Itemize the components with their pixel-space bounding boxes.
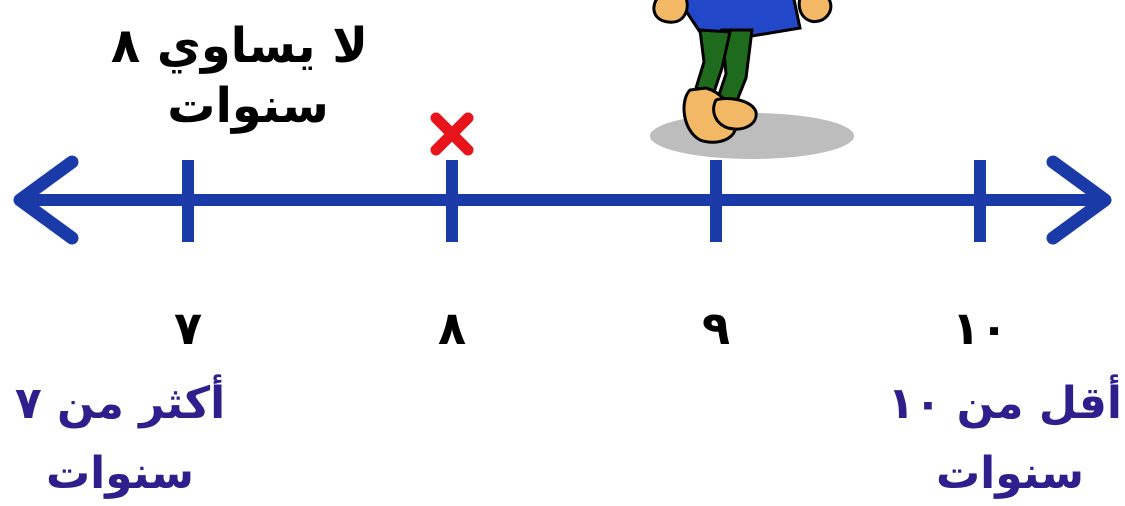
left-condition-line2: سنوات xyxy=(10,452,230,496)
tick-label-7: ٧ xyxy=(128,305,248,351)
right-condition-line2: سنوات xyxy=(898,452,1122,496)
excluded-x-icon xyxy=(436,118,468,150)
right-condition-line1: أقل من ١٠ xyxy=(898,382,1122,426)
not-equal-label-line2: سنوات xyxy=(128,82,368,130)
character-left-hand xyxy=(654,0,687,22)
tick-label-9: ٩ xyxy=(656,305,776,351)
number-line xyxy=(20,160,1105,242)
tick-label-10: ١٠ xyxy=(920,305,1040,351)
character-right-hand xyxy=(799,0,831,22)
left-condition-line1: أكثر من ٧ xyxy=(10,382,230,426)
character-back-foot xyxy=(714,99,757,130)
not-equal-label-line1: لا يساوي ٨ xyxy=(128,22,368,70)
tick-label-8: ٨ xyxy=(392,305,512,351)
